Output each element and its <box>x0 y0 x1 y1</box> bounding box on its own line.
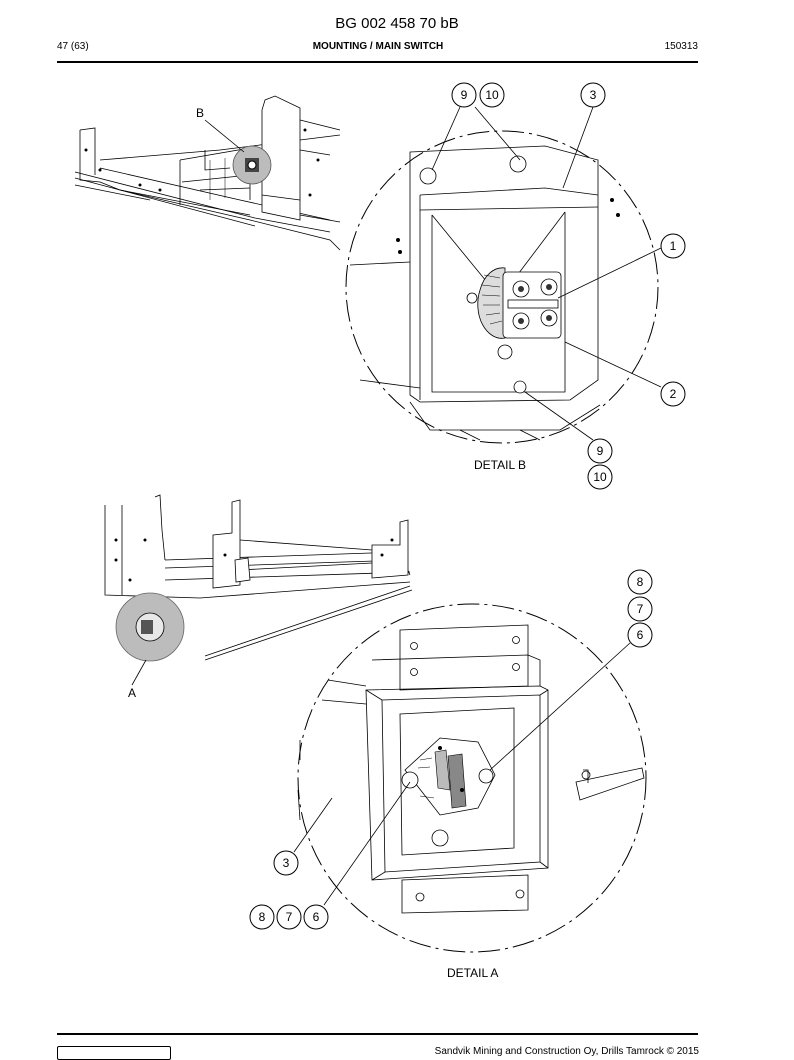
svg-text:3: 3 <box>590 88 597 102</box>
document-number: BG 002 458 70 bB <box>335 15 459 32</box>
callout-10-detail-b-top: 10 <box>479 82 505 108</box>
callout-9-detail-b-bottom: 9 <box>587 438 613 464</box>
callout-3-detail-b: 3 <box>580 82 606 108</box>
detail-b-label: DETAIL B <box>474 458 526 472</box>
view-marker-b: B <box>196 106 204 120</box>
detail-a-leader-lines <box>293 642 631 906</box>
svg-text:9: 9 <box>597 444 604 458</box>
detail-b-drawing <box>345 130 659 444</box>
svg-text:8: 8 <box>637 575 644 589</box>
svg-text:1: 1 <box>670 239 677 253</box>
svg-text:6: 6 <box>313 910 320 924</box>
svg-text:6: 6 <box>637 628 644 642</box>
svg-text:7: 7 <box>637 602 644 616</box>
view-marker-a: A <box>128 686 136 700</box>
detail-b-leader-lines <box>431 106 662 441</box>
callout-2-detail-b: 2 <box>660 381 686 407</box>
frame-overview-a <box>104 494 413 686</box>
callout-7-detail-a-right: 7 <box>627 596 653 622</box>
svg-text:9: 9 <box>461 88 468 102</box>
date-code: 150313 <box>664 41 698 52</box>
callout-9-detail-b-top: 9 <box>451 82 477 108</box>
section-title: MOUNTING / MAIN SWITCH <box>312 41 444 52</box>
svg-text:3: 3 <box>283 856 290 870</box>
detail-a-label: DETAIL A <box>447 966 498 980</box>
callout-8-detail-a-right: 8 <box>627 569 653 595</box>
svg-text:2: 2 <box>670 387 677 401</box>
footer-rule <box>57 1033 698 1035</box>
svg-text:10: 10 <box>485 88 499 102</box>
svg-text:7: 7 <box>286 910 293 924</box>
callout-1-detail-b: 1 <box>660 233 686 259</box>
callout-6-detail-a-left: 6 <box>303 904 329 930</box>
frame-overview-b <box>74 95 341 251</box>
page-number: 47 (63) <box>57 41 89 52</box>
callout-6-detail-a-right: 6 <box>627 622 653 648</box>
header-rule <box>57 61 698 63</box>
sandvik-logo <box>57 1046 171 1060</box>
callout-7-detail-a-left: 7 <box>276 904 302 930</box>
callout-3-detail-a: 3 <box>273 850 299 876</box>
detail-a-drawing <box>297 603 647 953</box>
svg-text:10: 10 <box>593 470 607 484</box>
footer-copyright: Sandvik Mining and Construction Oy, Dril… <box>434 1046 699 1057</box>
svg-text:8: 8 <box>259 910 266 924</box>
callout-10-detail-b-bottom: 10 <box>587 464 613 490</box>
callout-8-detail-a-left: 8 <box>249 904 275 930</box>
